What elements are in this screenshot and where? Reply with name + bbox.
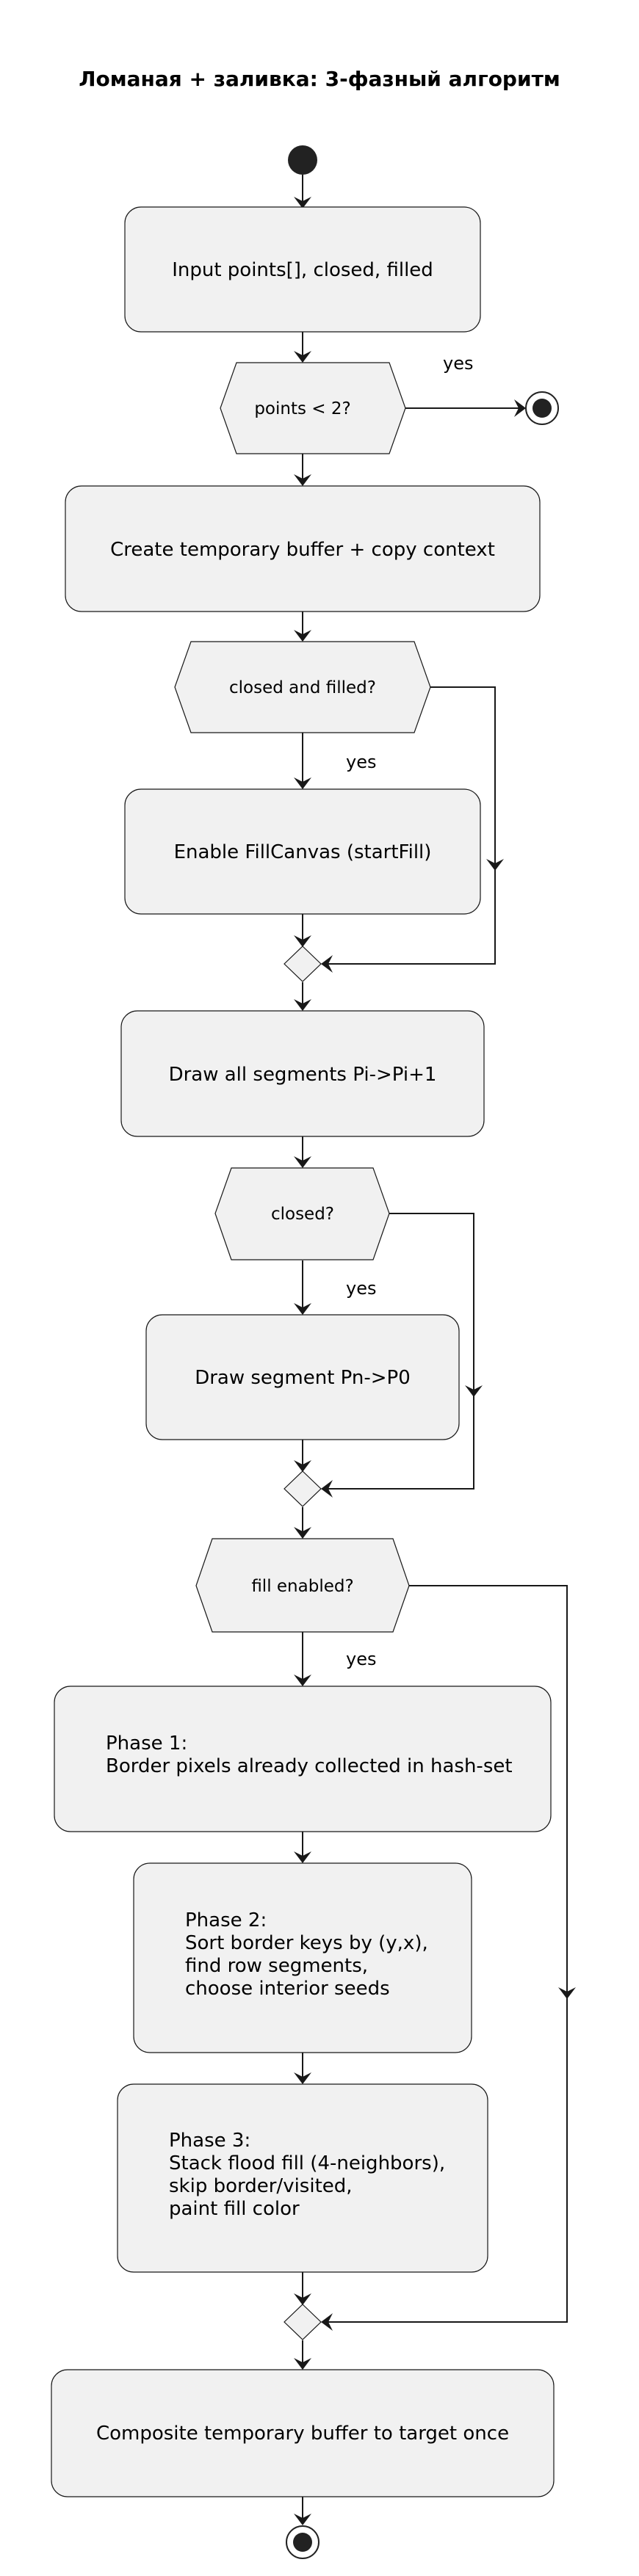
activity-input-label: Input points[], closed, filled [172, 259, 433, 281]
yes-label-closed: yes [346, 1278, 376, 1299]
decision-closed-and-filled: closed and filled? [174, 641, 431, 733]
merge-node-3 [284, 2304, 322, 2340]
activity-draw-segments: Draw all segments Pi->Pi+1 [120, 1010, 485, 1137]
activity-create-buffer: Create temporary buffer + copy context [65, 485, 541, 612]
activity-composite-label: Composite temporary buffer to target onc… [96, 2423, 509, 2445]
diagram-title: Ломаная + заливка: 3-фазный алгоритм [79, 67, 560, 91]
decision-points-lt-2-label: points < 2? [254, 399, 350, 418]
decision-closed: closed? [214, 1167, 390, 1260]
connectors [294, 175, 576, 2525]
start-node [288, 145, 317, 175]
activity-composite: Composite temporary buffer to target onc… [51, 2369, 555, 2497]
merge-node-1 [284, 946, 322, 982]
activity-enable-fill-label: Enable FillCanvas (startFill) [174, 841, 432, 863]
phase-1-line: Border pixels already collected in hash-… [106, 1755, 513, 1777]
activity-draw-segments-label: Draw all segments Pi->Pi+1 [169, 1064, 437, 1086]
activity-phase-2: Phase 2: Sort border keys by (y,x), find… [133, 1862, 472, 2053]
decision-fill-enabled-label: fill enabled? [251, 1577, 353, 1596]
activity-draw-closing-segment: Draw segment Pn->P0 [145, 1314, 460, 1440]
yes-label-fill: yes [346, 752, 376, 772]
phase-3-line-2: skip border/visited, [169, 2175, 353, 2197]
activity-draw-closing-segment-label: Draw segment Pn->P0 [195, 1367, 411, 1389]
phase-2-heading: Phase 2: [185, 1909, 267, 1931]
phase-3-line-3: paint fill color [169, 2198, 300, 2220]
decision-points-lt-2: points < 2? [220, 362, 406, 454]
activity-phase-3: Phase 3: Stack flood fill (4-neighbors),… [117, 2083, 488, 2273]
phase-2-line-2: find row segments, [185, 1955, 368, 1977]
yes-label-end: yes [443, 353, 473, 374]
phase-3-line-1: Stack flood fill (4-neighbors), [169, 2152, 445, 2174]
decision-closed-label: closed? [271, 1205, 334, 1224]
decision-fill-enabled: fill enabled? [195, 1538, 410, 1633]
yes-label-phase: yes [346, 1649, 376, 1669]
end-node-early [525, 391, 559, 425]
activity-enable-fill: Enable FillCanvas (startFill) [124, 788, 481, 915]
end-node-final [286, 2525, 320, 2559]
activity-phase-1: Phase 1: Border pixels already collected… [54, 1686, 552, 1832]
activity-input: Input points[], closed, filled [124, 206, 481, 333]
phase-2-line-1: Sort border keys by (y,x), [185, 1932, 428, 1954]
decision-closed-and-filled-label: closed and filled? [229, 678, 376, 697]
merge-node-2 [284, 1470, 322, 1507]
phase-1-heading: Phase 1: [106, 1733, 187, 1755]
phase-2-line-3: choose interior seeds [185, 1978, 390, 2000]
activity-create-buffer-label: Create temporary buffer + copy context [110, 539, 495, 561]
phase-3-heading: Phase 3: [169, 2130, 250, 2152]
